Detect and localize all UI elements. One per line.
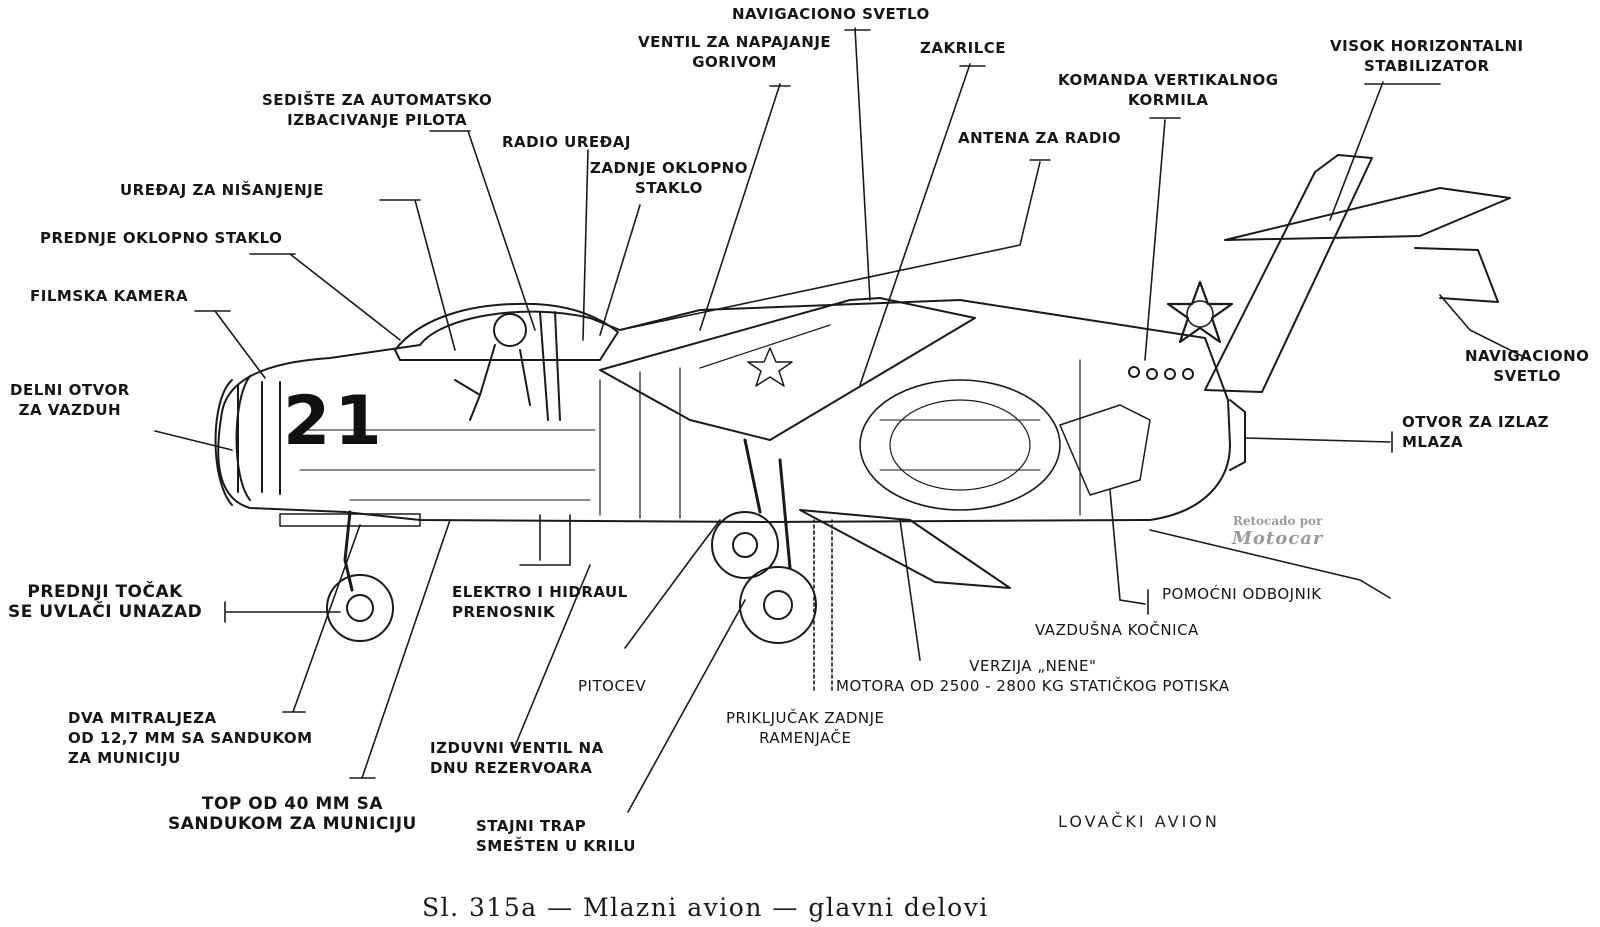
label-flap: ZAKRILCE bbox=[920, 39, 1007, 57]
label-antenna: ANTENA ZA RADIO bbox=[958, 129, 1122, 147]
label-nav-light-top: NAVIGACIONO SVETLO bbox=[732, 5, 930, 23]
label-engine: VERZIJA „NENE"MOTORA OD 2500 - 2800 KG S… bbox=[836, 657, 1230, 695]
intake-ring bbox=[214, 375, 251, 506]
nose-wheel bbox=[326, 574, 394, 642]
wing bbox=[599, 297, 976, 441]
label-bumper: POMOĆNI ODBOJNIK bbox=[1162, 585, 1322, 603]
fuselage-number: 21 bbox=[283, 382, 386, 461]
watermark: Retocado por Motocar bbox=[1232, 514, 1324, 549]
fuselage bbox=[217, 299, 1231, 523]
tail-star bbox=[1166, 280, 1234, 344]
horizontal-stabilizer bbox=[1224, 187, 1511, 241]
engine bbox=[859, 379, 1061, 511]
figure-caption: Sl. 315a — Mlazni avion — glavni delovi bbox=[422, 893, 989, 922]
figure-subtitle: LOVAČKI AVION bbox=[1058, 812, 1220, 831]
main-wheel-2 bbox=[739, 566, 817, 644]
tail-fin bbox=[1204, 154, 1373, 393]
label-pitot: PITOCEV bbox=[578, 677, 647, 695]
pilot-helmet bbox=[493, 313, 527, 347]
label-camera: FILMSKA KAMERA bbox=[30, 287, 189, 305]
main-wheel-1 bbox=[711, 511, 779, 579]
label-air-brake: VAZDUŠNA KOČNICA bbox=[1035, 621, 1199, 639]
label-front-glass: PREDNJE OKLOPNO STAKLO bbox=[40, 229, 283, 247]
label-sight: UREĐAJ ZA NIŠANJENJE bbox=[120, 181, 324, 199]
wing-star bbox=[747, 347, 793, 387]
air-brake-panel bbox=[1059, 404, 1151, 496]
label-radio: RADIO UREĐAJ bbox=[502, 133, 631, 151]
canopy bbox=[394, 302, 619, 361]
